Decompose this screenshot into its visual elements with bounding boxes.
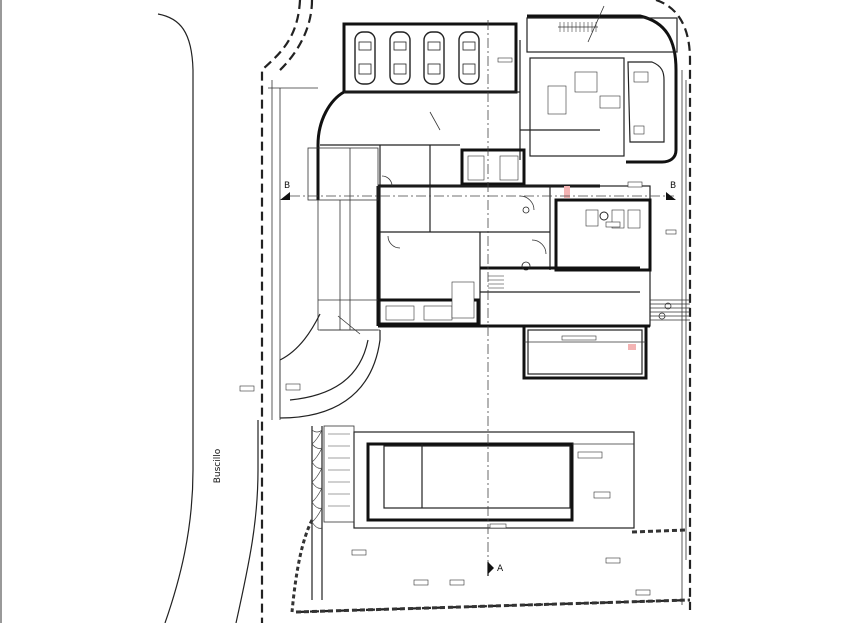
upper-right-wing [519,5,678,164]
road-label: Buscillo [213,448,223,483]
main-building-lower [376,175,652,350]
car-2-icon [389,31,411,85]
svg-text:B: B [284,181,290,191]
stairs [488,275,504,289]
road: Buscillo [157,13,259,623]
garage [342,22,518,94]
car-3-icon [423,31,445,85]
spot-tags [239,181,677,596]
section-marker-a: A [487,562,504,576]
section-marker-b-left: B [280,181,290,200]
pergola [307,147,379,331]
driveway [279,313,381,419]
accent-marker [564,186,570,198]
car-4-icon [458,31,480,85]
pool [353,431,635,529]
stair-hatching [558,5,605,43]
stone-retaining-wall-left [290,425,355,613]
stone-wall-bottom [295,528,691,614]
svg-text:B: B [670,181,676,191]
lower-annex [522,324,648,380]
section-lines [290,20,674,570]
section-marker-b-right: B [666,181,676,200]
main-building-upper [316,24,526,200]
car-1-icon [354,31,376,85]
right-steps [650,299,690,321]
svg-text:A: A [497,564,504,574]
